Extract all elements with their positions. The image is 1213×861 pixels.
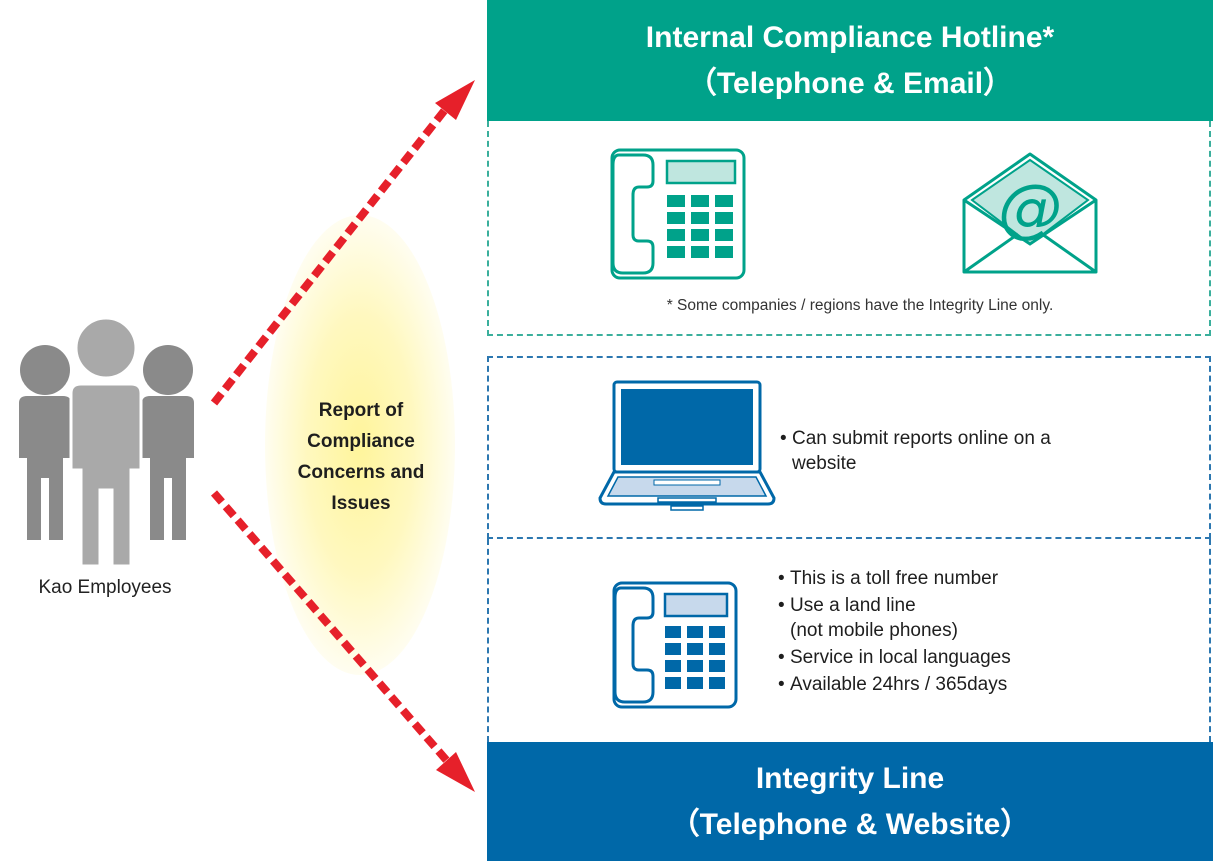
bullet-text: Service in local languages xyxy=(790,647,1011,668)
website-panel xyxy=(487,356,1211,539)
hotline-title: Internal Compliance Hotline* xyxy=(645,20,1055,54)
employees-people-icon xyxy=(19,318,194,568)
hotline-panel xyxy=(487,121,1211,336)
website-bullets: • Can submit reports online on a website xyxy=(780,426,1180,476)
integrity-line-header: Integrity Line （Telephone & Website） xyxy=(487,742,1213,861)
bullet-text: Can submit reports online on a website xyxy=(792,428,1051,474)
telephone-icon xyxy=(612,581,738,709)
integrity-phone-panel xyxy=(487,539,1211,742)
email-envelope-icon: @ xyxy=(962,152,1098,274)
report-glow xyxy=(265,215,455,675)
list-item: • Use a land line (not mobile phones) xyxy=(778,595,958,641)
telephone-icon xyxy=(610,148,746,280)
hotline-note: * Some companies / regions have the Inte… xyxy=(666,297,1054,314)
bullet-text: Use a land line (not mobile phones) xyxy=(790,595,958,641)
employees-label: Kao Employees xyxy=(38,577,172,598)
list-item: • Service in local languages xyxy=(778,647,1011,668)
arrow-to-hotline xyxy=(210,80,475,406)
arrow-to-integrity-line xyxy=(210,490,475,792)
bullet-text: This is a toll free number xyxy=(790,568,999,589)
hotline-subtitle: （Telephone & Email） xyxy=(686,66,1014,100)
list-item: • Can submit reports online on a website xyxy=(780,428,1051,474)
laptop-icon xyxy=(598,380,776,511)
integrity-line-title: Integrity Line xyxy=(755,761,945,795)
list-item: • This is a toll free number xyxy=(778,568,999,589)
hotline-header: Internal Compliance Hotline* （Telephone … xyxy=(487,0,1213,121)
integrity-line-subtitle: （Telephone & Website） xyxy=(669,807,1031,841)
svg-text:@: @ xyxy=(998,172,1062,246)
report-label: Report of Compliance Concerns and Issues xyxy=(297,400,425,514)
list-item: • Available 24hrs / 365days xyxy=(778,674,1008,695)
integrity-phone-bullets: • This is a toll free number • Use a lan… xyxy=(778,566,1178,699)
bullet-text: Available 24hrs / 365days xyxy=(790,674,1008,695)
